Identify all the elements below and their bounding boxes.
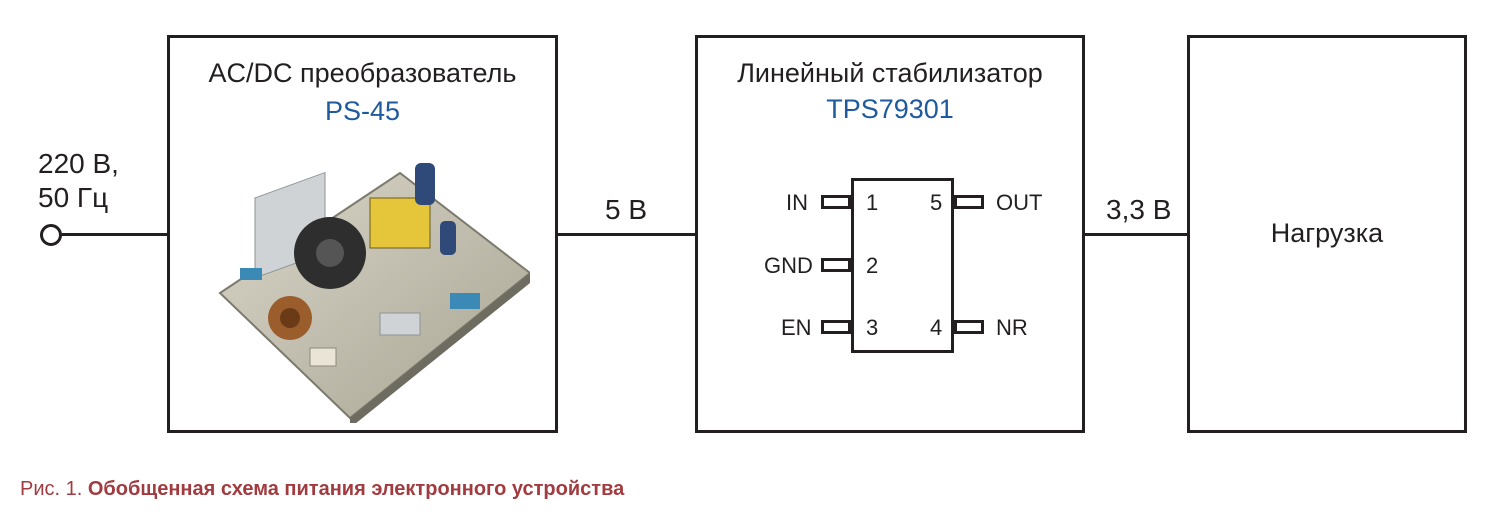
pin-1-lead: [821, 195, 851, 209]
input-voltage-label: 220 В,: [38, 148, 119, 179]
load-box: Нагрузка: [1187, 35, 1467, 433]
caption-text: Обобщенная схема питания электронного ус…: [87, 478, 625, 500]
regulator-box: Линейный стабилизатор TPS79301 IN 1 GND …: [695, 35, 1085, 433]
pin-5-number: 5: [930, 190, 943, 215]
pin-3-name: EN: [781, 315, 812, 340]
pin-3-number: 3: [866, 315, 879, 340]
input-wire: [62, 233, 168, 236]
pin-4-number: 4: [930, 315, 943, 340]
pin-1-name: IN: [786, 190, 808, 215]
pin-2-number: 2: [866, 253, 879, 278]
pin-3-lead: [821, 320, 851, 334]
pin-4-name: NR: [996, 315, 1028, 340]
converter-box: AC/DC преобразователь PS-45: [167, 35, 558, 433]
caption-prefix: Рис. 1.: [20, 478, 83, 500]
converter-model: PS-45: [324, 96, 401, 126]
ic-body: [851, 178, 954, 353]
regulator-title: Линейный стабилизатор: [737, 58, 1043, 88]
figure-caption: Рис. 1. Обобщенная схема питания электро…: [20, 478, 624, 501]
link2-voltage-label: 3,3 В: [1106, 194, 1172, 225]
power-supply-board-image: [218, 163, 530, 423]
link1-wire: [557, 233, 696, 236]
pin-5-lead: [954, 195, 984, 209]
pin-5-name: OUT: [996, 190, 1043, 215]
pin-1-number: 1: [866, 190, 879, 215]
pin-4-lead: [954, 320, 984, 334]
converter-title: AC/DC преобразователь: [208, 58, 517, 88]
pin-2-lead: [821, 258, 851, 272]
link2-wire: [1084, 233, 1189, 236]
input-frequency-label: 50 Гц: [38, 182, 109, 213]
input-terminal-icon: [40, 224, 62, 246]
load-title: Нагрузка: [1270, 218, 1384, 248]
regulator-model: TPS79301: [826, 94, 954, 124]
link1-voltage-label: 5 В: [605, 194, 648, 225]
pin-2-name: GND: [764, 253, 813, 278]
